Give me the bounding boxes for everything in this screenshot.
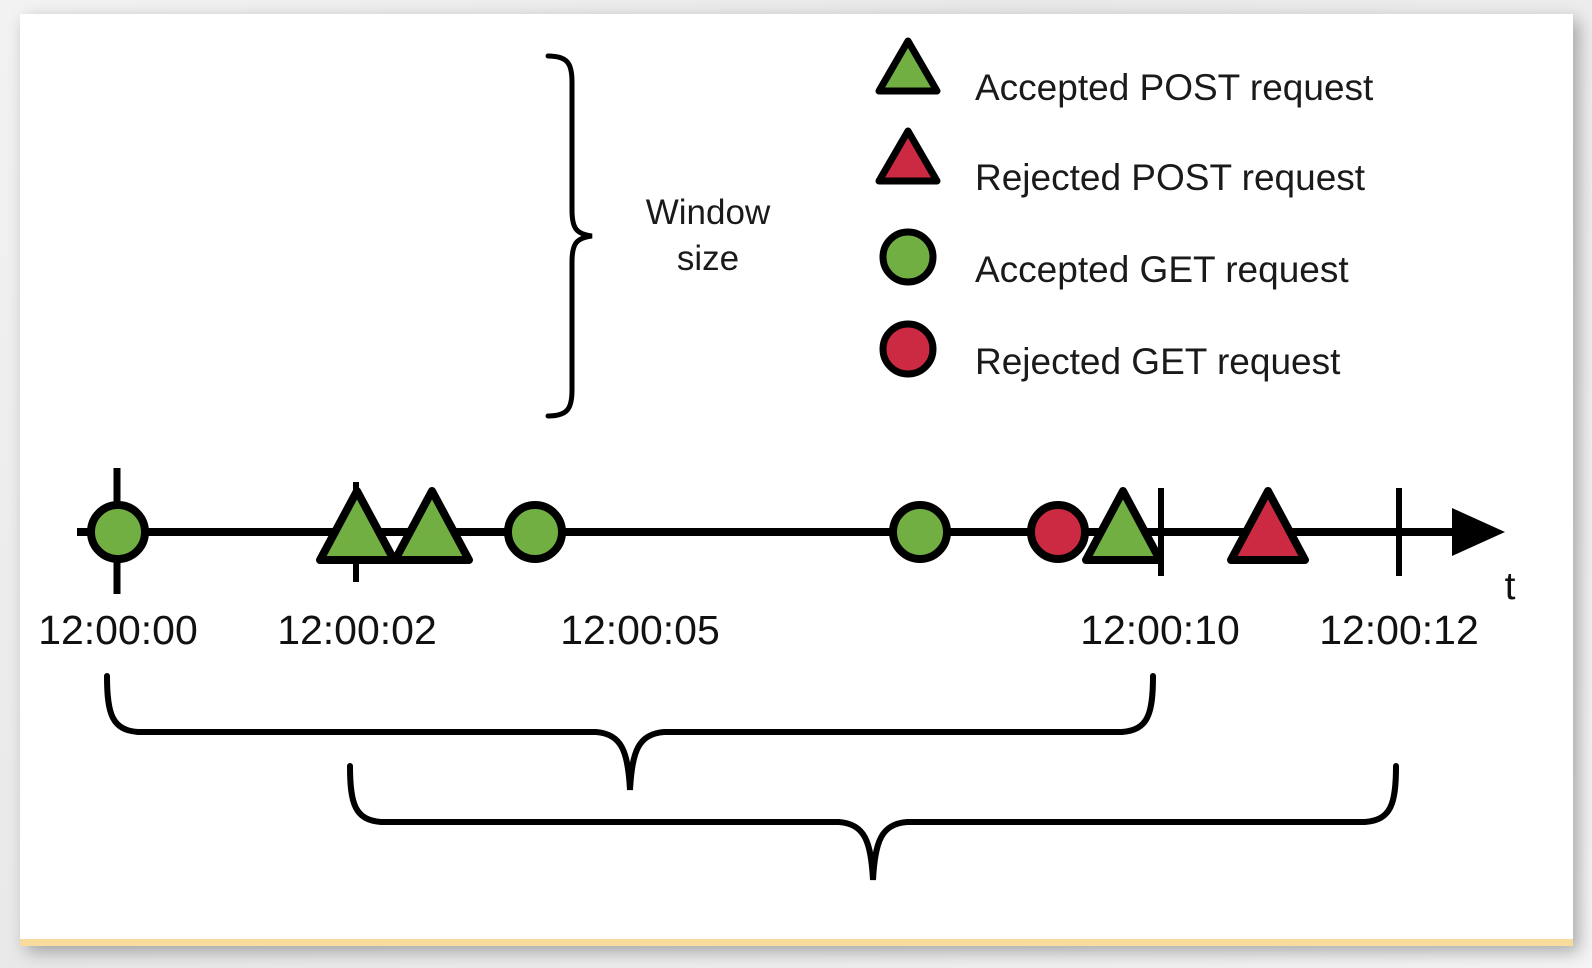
- window-bracket-2: [347, 763, 1399, 881]
- legend: Accepted POST request Rejected POST requ…: [875, 37, 1374, 382]
- figure-card: Window size Accepted POST request Reject…: [20, 14, 1573, 946]
- triangle-up-icon: [875, 37, 941, 95]
- axis-arrow-icon: [1452, 508, 1505, 556]
- triangle-up-icon: [875, 127, 941, 185]
- window-bracket-1: [104, 673, 1156, 791]
- timeline-events: [87, 487, 1309, 564]
- event-marker-accepted-post[interactable]: [1082, 487, 1164, 564]
- axis-label-t: t: [1505, 565, 1516, 608]
- legend-label-accepted-get: Accepted GET request: [975, 249, 1349, 290]
- tick-label-12-00-05: 12:00:05: [560, 607, 720, 653]
- legend-label-accepted-post: Accepted POST request: [975, 67, 1374, 108]
- legend-item-accepted-post: Accepted POST request: [875, 37, 1374, 108]
- legend-item-accepted-get: Accepted GET request: [879, 228, 1349, 290]
- legend-item-rejected-get: Rejected GET request: [879, 320, 1341, 382]
- window-size-bracket: [545, 53, 593, 419]
- event-marker-accepted-post[interactable]: [391, 487, 473, 564]
- event-marker-accepted-get[interactable]: [504, 501, 566, 563]
- event-marker-accepted-post[interactable]: [316, 487, 398, 564]
- tick-label-12-00-00: 12:00:00: [38, 607, 198, 653]
- event-marker-rejected-get[interactable]: [1027, 501, 1089, 563]
- circle-icon: [879, 320, 937, 378]
- tick-label-12-00-12: 12:00:12: [1319, 607, 1479, 653]
- circle-icon: [879, 228, 937, 286]
- event-marker-accepted-get[interactable]: [889, 501, 951, 563]
- legend-item-rejected-post: Rejected POST request: [875, 127, 1366, 198]
- tick-label-12-00-02: 12:00:02: [277, 607, 437, 653]
- event-marker-accepted-get[interactable]: [87, 501, 149, 563]
- legend-label-rejected-post: Rejected POST request: [975, 157, 1366, 198]
- legend-label-rejected-get: Rejected GET request: [975, 341, 1341, 382]
- window-size-label-line1: Window: [646, 193, 771, 232]
- window-size-label-line2: size: [677, 239, 739, 278]
- timeline-diagram: Window size Accepted POST request Reject…: [38, 37, 1516, 881]
- event-marker-rejected-post[interactable]: [1227, 487, 1309, 564]
- tick-label-12-00-10: 12:00:10: [1080, 607, 1240, 653]
